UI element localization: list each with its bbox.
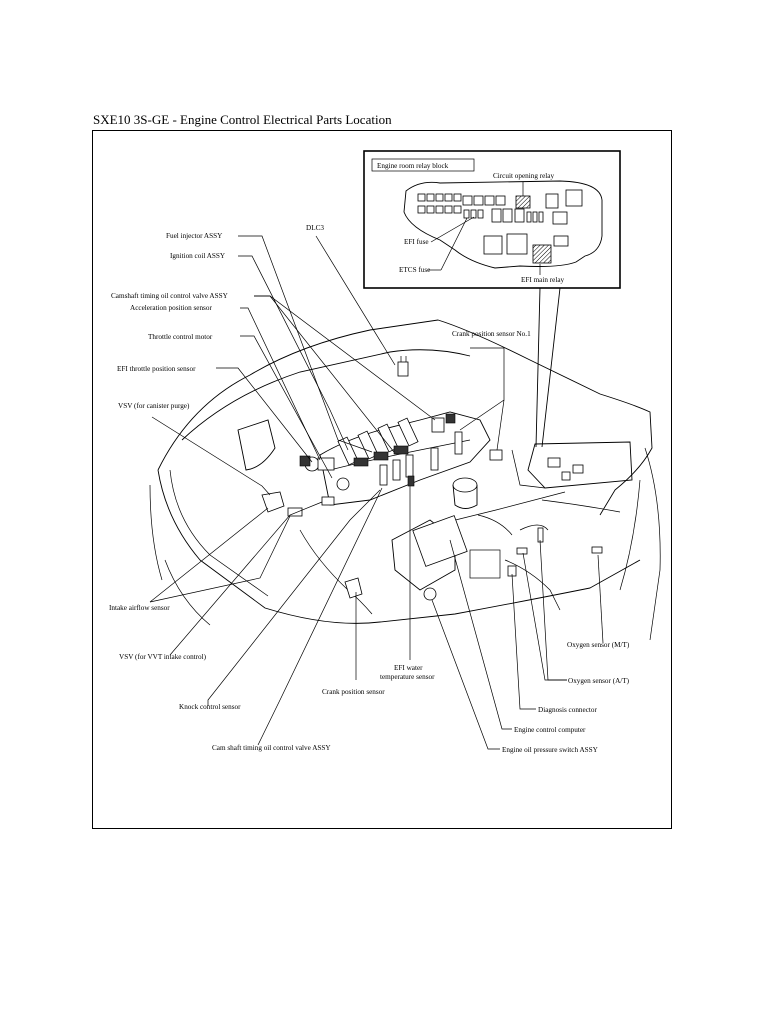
- label-vsv-vvt: VSV (for VVT intake control): [119, 653, 207, 661]
- label-efi-throttle-sensor: EFI throttle position sensor: [117, 365, 196, 373]
- efi-fuse-label: EFI fuse: [404, 238, 429, 246]
- label-crank-sensor: Crank position sensor: [322, 688, 385, 696]
- fuel-injectors: [379, 431, 463, 487]
- label-crank-sensor-no1: Crank position sensor No.1: [452, 330, 531, 338]
- label-efi-water-1: EFI water: [394, 664, 423, 672]
- label-oxygen-mt: Oxygen sensor (M/T): [567, 641, 630, 649]
- circuit-opening-relay-shape: [515, 195, 531, 209]
- circuit-opening-relay-label: Circuit opening relay: [493, 172, 554, 180]
- leader-lines: [149, 235, 604, 750]
- label-intake-airflow: Intake airflow sensor: [109, 604, 170, 612]
- label-knock-sensor: Knock control sensor: [179, 703, 241, 711]
- efi-main-relay-label: EFI main relay: [521, 276, 565, 284]
- label-throttle-motor: Throttle control motor: [148, 333, 213, 341]
- relay-block-fuses: [417, 189, 583, 255]
- label-efi-water-2: temperature sensor: [380, 673, 435, 681]
- throttle-assembly: [299, 455, 350, 491]
- oxygen-sensors: [516, 527, 603, 555]
- page-title: SXE10 3S-GE - Engine Control Electrical …: [93, 112, 392, 127]
- label-ignition-coil: Ignition coil ASSY: [170, 252, 226, 260]
- label-engine-oil-pressure: Engine oil pressure switch ASSY: [502, 746, 599, 754]
- relay-block-on-vehicle: [547, 457, 584, 481]
- relay-block-title: Engine room relay block: [377, 162, 449, 170]
- intake-airflow-sensor: [261, 491, 285, 513]
- lower-sensors: [344, 565, 517, 601]
- efi-main-relay-shape: [532, 244, 552, 264]
- label-vsv-canister: VSV (for canister purge): [118, 402, 190, 410]
- ignition-coils: [337, 417, 419, 467]
- label-cam-ocv-bottom: Cam shaft timing oil control valve ASSY: [212, 744, 331, 752]
- camshaft-ocv: [431, 413, 456, 433]
- label-dlc3: DLC3: [306, 224, 324, 232]
- part-labels: DLC3 Fuel injector ASSY Ignition coil AS…: [109, 224, 630, 754]
- etcs-fuse-label: ETCS fuse: [399, 266, 430, 274]
- label-acceleration-sensor: Acceleration position sensor: [130, 304, 212, 312]
- diagram-frame: [92, 130, 672, 829]
- label-fuel-injector: Fuel injector ASSY: [166, 232, 223, 240]
- engine-components: [261, 356, 603, 601]
- label-camshaft-ocv: Camshaft timing oil control valve ASSY: [111, 292, 229, 300]
- label-diagnosis-connector: Diagnosis connector: [538, 706, 597, 714]
- vsv-parts: [287, 496, 335, 517]
- label-oxygen-at: Oxygen sensor (A/T): [568, 677, 630, 685]
- label-engine-control-computer: Engine control computer: [514, 726, 586, 734]
- relay-block-callout: Engine room relay block Circuit opening …: [363, 150, 621, 448]
- crank-sensor-no1: [489, 449, 503, 461]
- dlc3-connector: [397, 361, 409, 377]
- engine-control-computer-shape: [412, 515, 468, 567]
